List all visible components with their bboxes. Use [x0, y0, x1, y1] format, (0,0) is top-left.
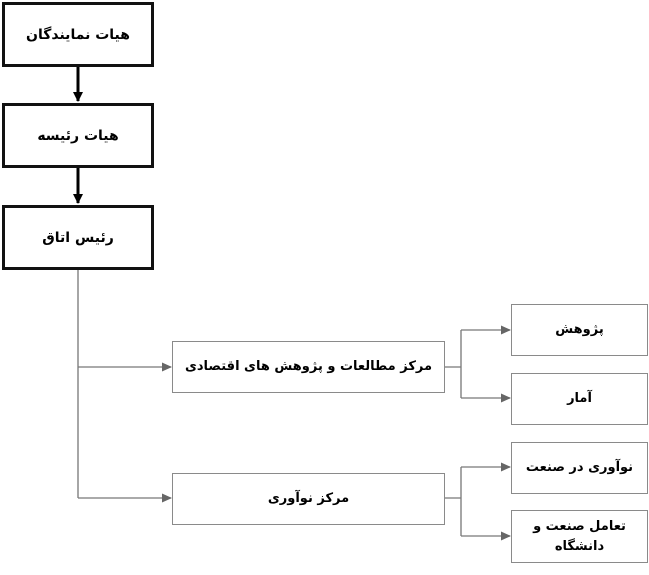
node-industry-university: تعامل صنعت و دانشگاه — [511, 510, 648, 563]
node-econ-research-center: مرکز مطالعات و پژوهش های اقتصادی — [172, 341, 445, 393]
node-industry-innovation: نوآوری در صنعت — [511, 442, 648, 494]
node-chamber-president: رئیس اتاق — [2, 205, 154, 270]
node-innovation-center: مرکز نوآوری — [172, 473, 445, 525]
node-board-directors: هیات رئیسه — [2, 103, 154, 168]
node-board-representatives: هیات نمایندگان — [2, 2, 154, 67]
innovation-branch — [445, 467, 462, 536]
node-research: پژوهش — [511, 304, 648, 356]
econ-branch — [445, 330, 462, 398]
node-statistics: آمار — [511, 373, 648, 425]
